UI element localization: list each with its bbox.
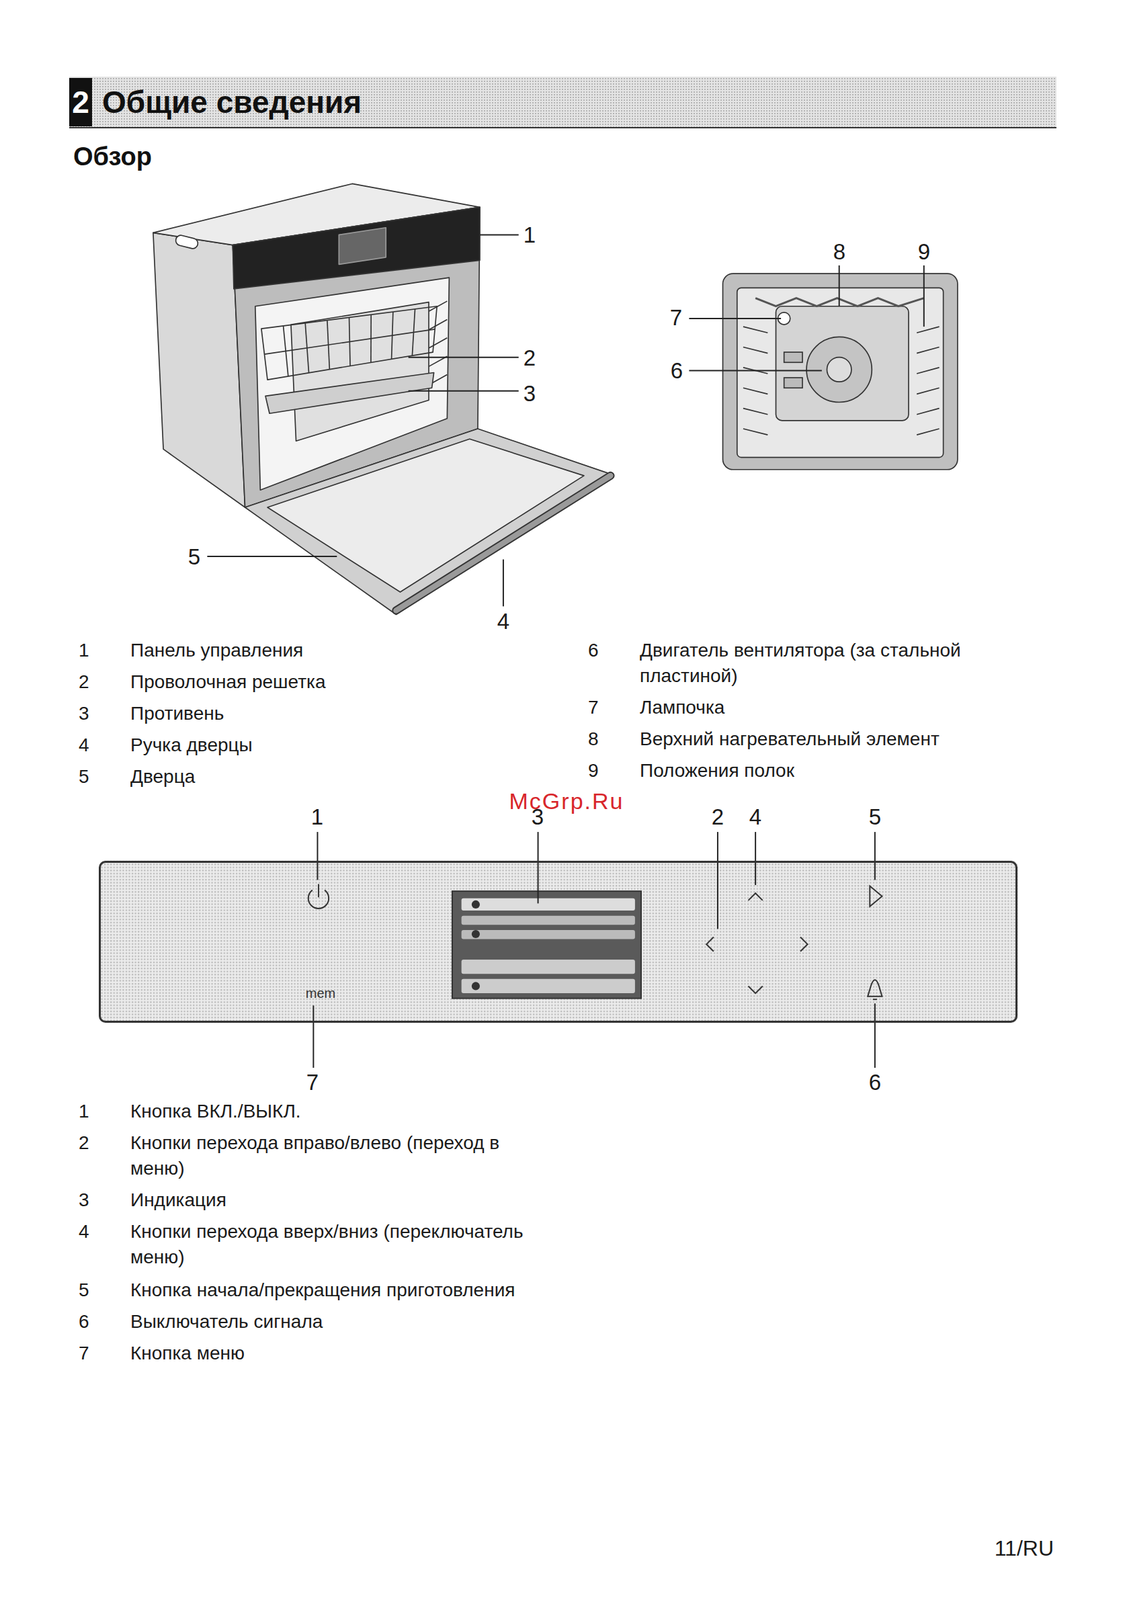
callout-number: 3 xyxy=(531,805,544,828)
callout-number: 8 xyxy=(833,240,846,263)
panel-drawing xyxy=(98,860,1018,1024)
callout-number: 7 xyxy=(670,306,683,329)
control-panel: mem xyxy=(98,860,1018,1023)
callout-number: 1 xyxy=(523,223,536,246)
section-number: 2 xyxy=(71,86,90,118)
list-text: Кнопки перехода вверх/вниз (переключател… xyxy=(130,1219,534,1271)
list-text: Кнопка начала/прекращения приготовления xyxy=(130,1277,515,1304)
list-text: Кнопки перехода вправо/влево (переход в … xyxy=(130,1130,534,1182)
watermark: McGrp.Ru xyxy=(509,789,625,813)
callout-number: 6 xyxy=(670,359,683,382)
list-number: 7 xyxy=(78,1340,90,1367)
list-text: Верхний нагревательный элемент xyxy=(639,726,940,753)
list-number: 5 xyxy=(78,764,90,790)
callout-number: 1 xyxy=(311,805,324,828)
list-text: Двигатель вентилятора (за стальной пласт… xyxy=(639,637,1017,689)
list-text: Индикация xyxy=(130,1187,227,1214)
oven-drawing xyxy=(153,183,613,615)
list-number: 7 xyxy=(588,694,599,721)
callout-number: 2 xyxy=(523,346,536,369)
header-band xyxy=(69,76,1057,128)
list-text: Положения полок xyxy=(639,758,795,784)
button-label: mem xyxy=(305,986,336,1000)
list-number: 5 xyxy=(78,1277,90,1304)
list-text: Проволочная решетка xyxy=(130,669,326,695)
callout-number: 3 xyxy=(523,382,536,405)
list-text: Ручка дверцы xyxy=(130,732,253,759)
page-number: 11/RU xyxy=(994,1537,1054,1560)
list-number: 1 xyxy=(78,637,90,664)
callout-number: 6 xyxy=(868,1071,882,1094)
list-number: 6 xyxy=(588,637,599,664)
list-text: Кнопка ВКЛ./ВЫКЛ. xyxy=(130,1098,302,1125)
list-text: Панель управления xyxy=(130,637,304,664)
list-number: 1 xyxy=(78,1098,90,1125)
list-number: 3 xyxy=(78,700,90,727)
list-text: Лампочка xyxy=(639,694,725,721)
cavity-drawing xyxy=(723,273,958,470)
list-number: 4 xyxy=(78,1219,90,1245)
list-number: 6 xyxy=(78,1309,90,1335)
list-number: 4 xyxy=(78,732,90,759)
list-text: Противень xyxy=(130,700,224,727)
list-number: 8 xyxy=(588,726,599,753)
callout-number: 2 xyxy=(711,805,724,828)
list-number: 2 xyxy=(78,669,90,695)
page-title: Общие сведения xyxy=(102,86,362,118)
callout-number: 4 xyxy=(497,610,510,633)
callout-number: 9 xyxy=(918,240,931,263)
section-heading: Обзор xyxy=(73,143,152,170)
list-number: 2 xyxy=(78,1130,90,1156)
callout-number: 5 xyxy=(868,805,882,828)
callout-number: 4 xyxy=(749,805,762,828)
list-text: Выключатель сигнала xyxy=(130,1309,323,1335)
list-number: 3 xyxy=(78,1187,90,1214)
list-text: Кнопка меню xyxy=(130,1340,245,1367)
callout-number: 5 xyxy=(188,545,201,568)
callout-number: 7 xyxy=(306,1071,319,1094)
list-text: Дверца xyxy=(130,764,195,790)
list-number: 9 xyxy=(588,758,599,784)
